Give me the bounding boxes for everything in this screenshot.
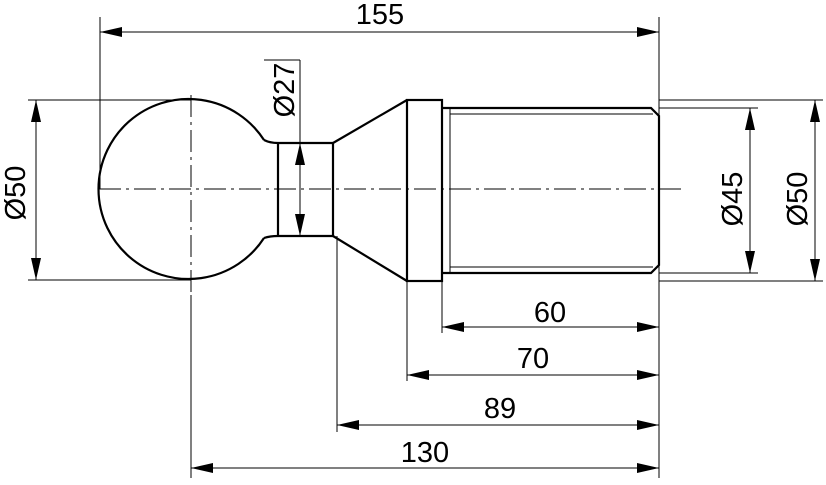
label-shank-diameter: Ø50 [782, 172, 814, 227]
extension-lines [28, 17, 823, 478]
cone-bottom [332, 235, 408, 282]
dim-70 [407, 370, 659, 380]
dim-89 [337, 420, 659, 430]
dim-shank-diameter [810, 100, 820, 281]
dim-130 [191, 463, 659, 473]
label-overall-length: 155 [356, 0, 404, 31]
dim-neck-diameter [295, 60, 305, 236]
label-ball-center-to-end: 130 [401, 437, 449, 469]
dim-ball-diameter [31, 100, 41, 280]
neck-bottom [263, 234, 333, 240]
thread-body [442, 106, 661, 275]
label-thread-length: 60 [534, 297, 566, 329]
label-shank-length: 70 [517, 343, 549, 375]
cone-top [332, 99, 408, 144]
dim-60 [442, 322, 659, 332]
collar [405, 98, 444, 283]
neck-top [263, 139, 333, 145]
dim-thread-diameter [745, 108, 755, 273]
part-outline [97, 97, 661, 283]
center-lines [99, 95, 683, 295]
label-ball-diameter: Ø50 [0, 166, 32, 221]
dim-155 [100, 27, 659, 37]
ball-outline [97, 97, 265, 281]
label-neck-diameter: Ø27 [269, 63, 301, 118]
label-cone-to-end: 89 [484, 393, 516, 425]
label-thread-diameter: Ø45 [717, 172, 749, 227]
